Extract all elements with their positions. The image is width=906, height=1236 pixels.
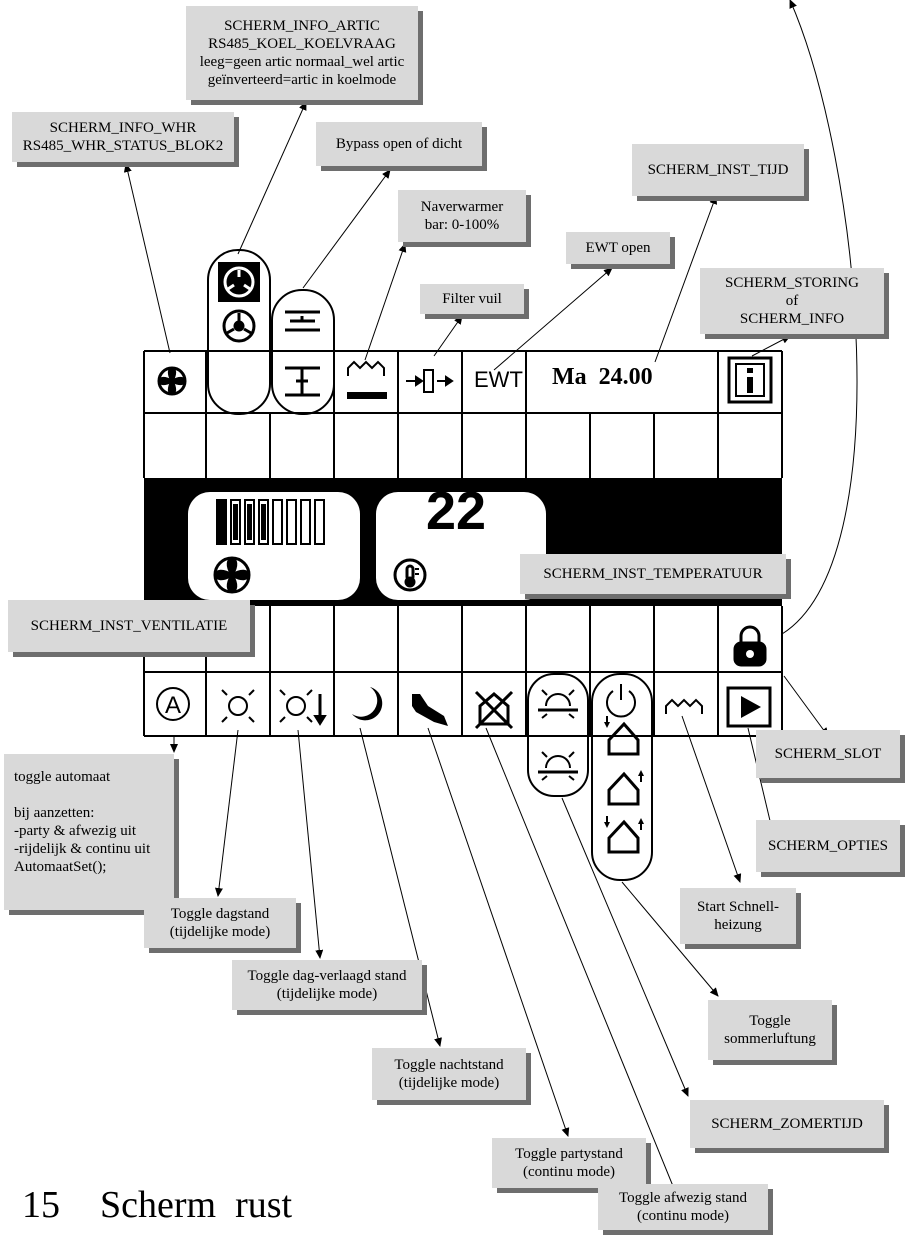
label-toggle-partystand: Toggle partystand (continu mode) xyxy=(492,1138,646,1188)
label-toggle-dag-verlaagd: Toggle dag-verlaagd stand (tijdelijke mo… xyxy=(232,960,422,1010)
house-fan-icons[interactable] xyxy=(607,721,640,854)
power-capsule xyxy=(591,673,653,881)
thermometer-icon xyxy=(393,558,427,592)
power-icon[interactable] xyxy=(606,684,636,718)
house-arrows xyxy=(604,716,644,830)
play-icon[interactable] xyxy=(726,686,772,728)
label-scherm-info-artic: SCHERM_INFO_ARTIC RS485_KOEL_KOELVRAAG l… xyxy=(186,6,418,100)
heater-bar-icon xyxy=(347,360,387,399)
lock-icon[interactable] xyxy=(733,625,767,667)
sun-day-icon[interactable] xyxy=(221,689,255,723)
party-horn-icon[interactable] xyxy=(412,694,448,726)
fan-icon[interactable] xyxy=(157,366,187,396)
label-ewt-open: EWT open xyxy=(566,232,670,264)
svg-text:A: A xyxy=(165,692,181,719)
label-scherm-inst-ventilatie: SCHERM_INST_VENTILATIE xyxy=(8,600,250,652)
sun-summer-icon[interactable] xyxy=(538,689,578,781)
temperature-value: 22 xyxy=(426,481,487,541)
clock-display[interactable]: Ma 24.00 xyxy=(552,364,653,390)
ewt-label: EWT xyxy=(474,367,523,392)
ventilation-level-bars xyxy=(216,499,325,545)
label-scherm-zomertijd: SCHERM_ZOMERTIJD xyxy=(690,1100,884,1148)
auto-icon[interactable]: A xyxy=(156,687,190,721)
label-scherm-inst-temperatuur: SCHERM_INST_TEMPERATUUR xyxy=(520,554,786,594)
summer-capsule xyxy=(527,673,589,797)
label-scherm-inst-tijd: SCHERM_INST_TIJD xyxy=(632,144,804,196)
label-naverwarmer: Naverwarmer bar: 0-100% xyxy=(398,190,526,242)
artic-fan-icon xyxy=(222,309,256,343)
bypass-capsule xyxy=(271,289,335,415)
label-scherm-slot: SCHERM_SLOT xyxy=(756,730,900,778)
info-icon[interactable] xyxy=(727,356,773,404)
label-toggle-dagstand: Toggle dagstand (tijdelijke mode) xyxy=(144,898,296,948)
label-scherm-opties: SCHERM_OPTIES xyxy=(756,820,900,872)
label-scherm-info-whr: SCHERM_INFO_WHR RS485_WHR_STATUS_BLOK2 xyxy=(12,112,234,162)
figure-number: 15 xyxy=(22,1184,60,1226)
label-toggle-afwezig: Toggle afwezig stand (continu mode) xyxy=(598,1184,768,1230)
fan-icon xyxy=(213,556,251,594)
label-filter-vuil: Filter vuil xyxy=(420,284,524,314)
away-icon[interactable] xyxy=(474,690,514,730)
figure-caption: 15 Scherm rust xyxy=(22,1183,332,1227)
filter-icon xyxy=(406,369,454,393)
label-toggle-sommerluftung: Toggle sommerluftung xyxy=(708,1000,832,1060)
figure-title: Scherm rust xyxy=(100,1184,293,1226)
label-toggle-nachtstand: Toggle nachtstand (tijdelijke mode) xyxy=(372,1048,526,1100)
label-bypass: Bypass open of dicht xyxy=(316,122,482,166)
label-start-schnellheizung: Start Schnell- heizung xyxy=(680,888,796,944)
heater-icon[interactable] xyxy=(665,698,703,714)
bypass-closed-icon xyxy=(285,366,320,397)
moon-night-icon[interactable] xyxy=(352,687,383,721)
sun-day-down-icon[interactable] xyxy=(279,689,327,726)
label-scherm-storing: SCHERM_STORING of SCHERM_INFO xyxy=(700,268,884,334)
bottom-grid xyxy=(143,606,783,737)
bypass-open-icon xyxy=(285,310,320,332)
artic-capsule xyxy=(207,249,271,415)
label-toggle-automaat: toggle automaat bij aanzetten: -party & … xyxy=(4,754,174,910)
